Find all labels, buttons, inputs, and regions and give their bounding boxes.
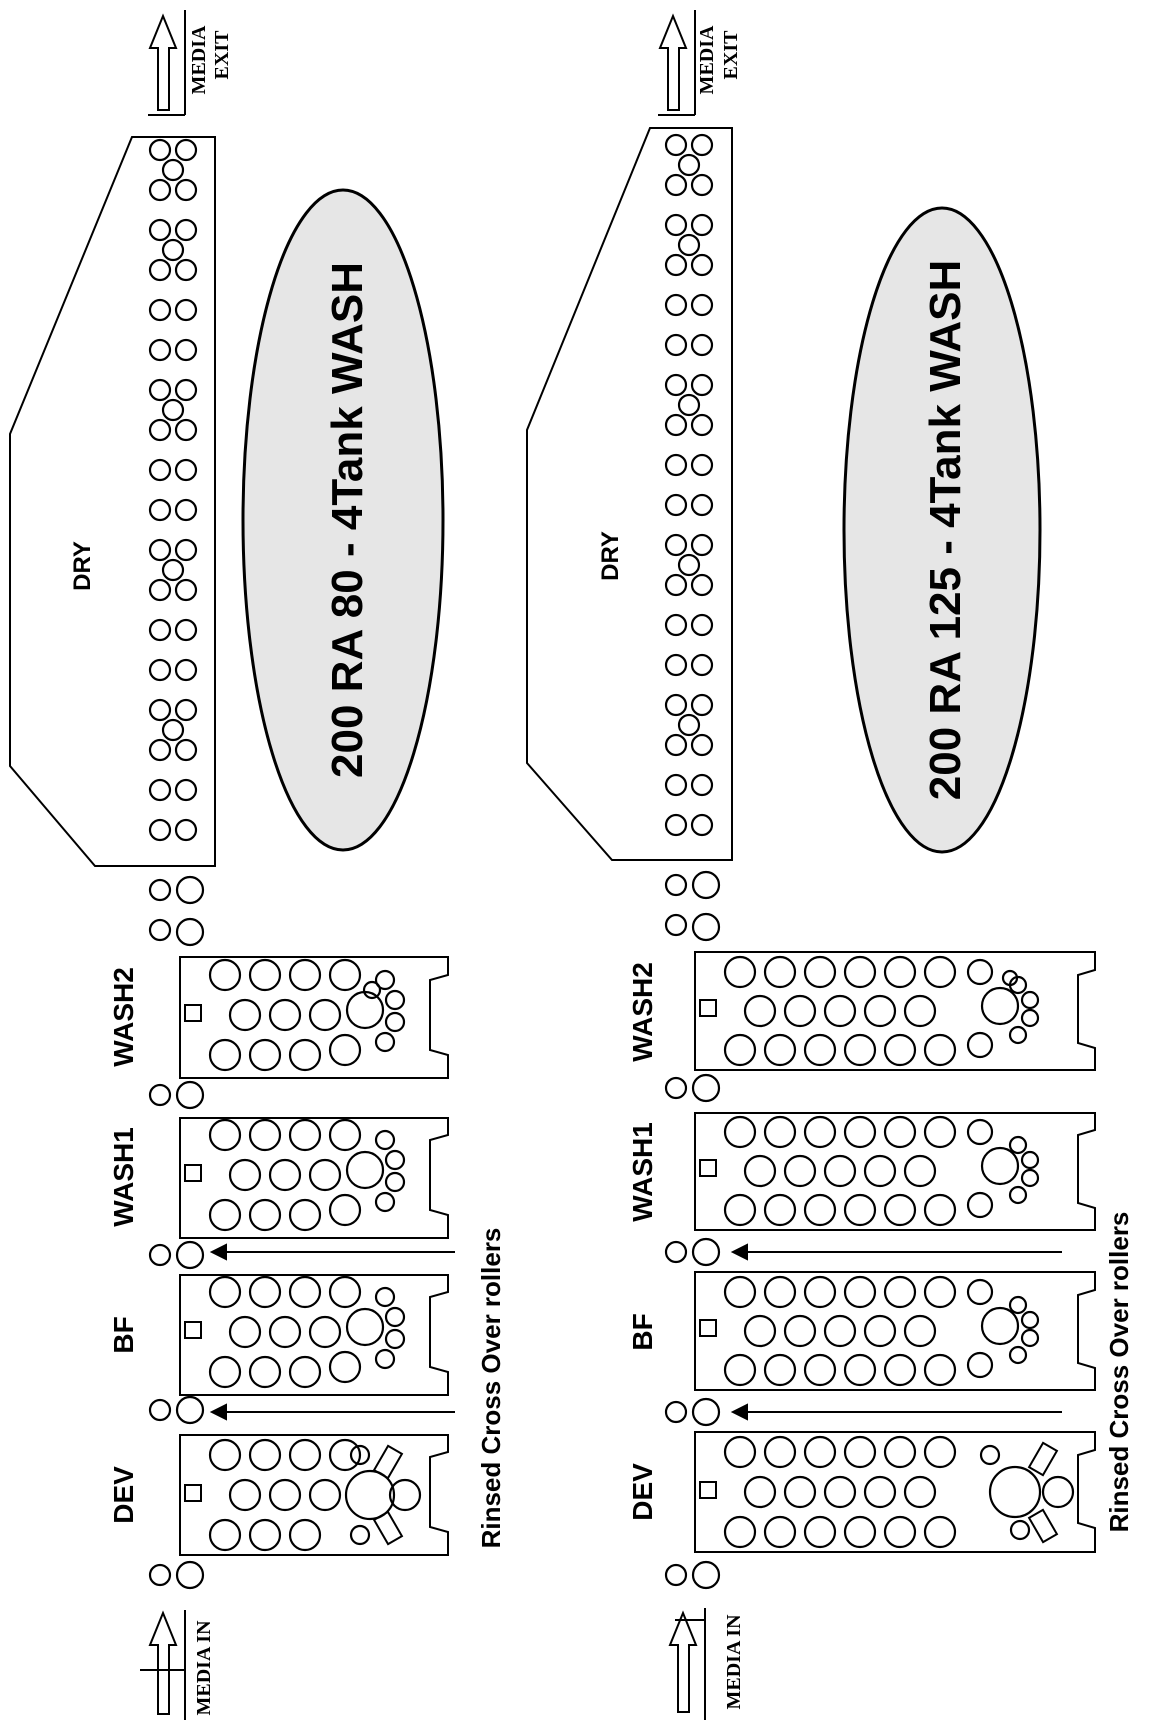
tank-dev — [179, 1434, 449, 1556]
stage-label-bf: BF — [627, 1313, 658, 1350]
media-exit-arrow — [658, 10, 696, 116]
panel-ra125: MEDIA EXIT DRY 200 RA 125 - 4Tank WASH — [526, 10, 1134, 1720]
stage-label-wash1: WASH1 — [627, 1122, 658, 1222]
stage-label-dev: DEV — [627, 1463, 658, 1521]
media-exit-label-bottom: EXIT — [720, 30, 742, 80]
panel-title: 200 RA 80 - 4Tank WASH — [323, 262, 372, 778]
tank-wash2 — [694, 951, 1096, 1071]
stage-label-wash2: WASH2 — [108, 967, 139, 1067]
media-in-arrow — [668, 1608, 706, 1720]
tank-wash1 — [694, 1112, 1096, 1231]
dry-rollers — [148, 138, 198, 842]
crossover-rollers — [664, 870, 721, 1590]
tank-wash1 — [179, 1117, 449, 1239]
crossover-rollers — [148, 875, 205, 1590]
rinse-note: Rinsed Cross Over rollers — [476, 1228, 506, 1549]
media-in-label: MEDIA IN — [723, 1614, 745, 1710]
media-exit-label-bottom: EXIT — [211, 30, 233, 80]
panel-title: 200 RA 125 - 4Tank WASH — [921, 260, 970, 800]
tank-wash2 — [179, 956, 449, 1079]
panel-ra80: MEDIA EXIT DRY 200 RA 80 - 4Tank WASH — [9, 10, 506, 1720]
rinse-note: Rinsed Cross Over rollers — [1104, 1212, 1134, 1533]
rinse-arrows — [209, 1243, 455, 1421]
media-in-label: MEDIA IN — [193, 1620, 215, 1716]
dry-section — [526, 127, 733, 861]
stage-label-wash1: WASH1 — [108, 1127, 139, 1227]
media-exit-label-top: MEDIA — [188, 25, 210, 94]
dry-section — [9, 136, 216, 867]
title-ellipse — [842, 206, 1042, 854]
media-exit-arrow — [148, 10, 186, 116]
tank-bf — [179, 1274, 449, 1396]
stage-label-wash2: WASH2 — [627, 962, 658, 1062]
title-ellipse — [241, 188, 445, 852]
dry-label: DRY — [597, 531, 624, 581]
rinse-arrows — [730, 1243, 1062, 1421]
tank-dev — [694, 1431, 1096, 1553]
stage-label-bf: BF — [108, 1316, 139, 1353]
dry-label: DRY — [69, 541, 96, 591]
media-in-arrow — [140, 1610, 186, 1720]
tank-bf — [694, 1271, 1096, 1391]
media-exit-label-top: MEDIA — [696, 25, 718, 94]
stage-label-dev: DEV — [108, 1466, 139, 1524]
dry-rollers — [664, 133, 714, 837]
